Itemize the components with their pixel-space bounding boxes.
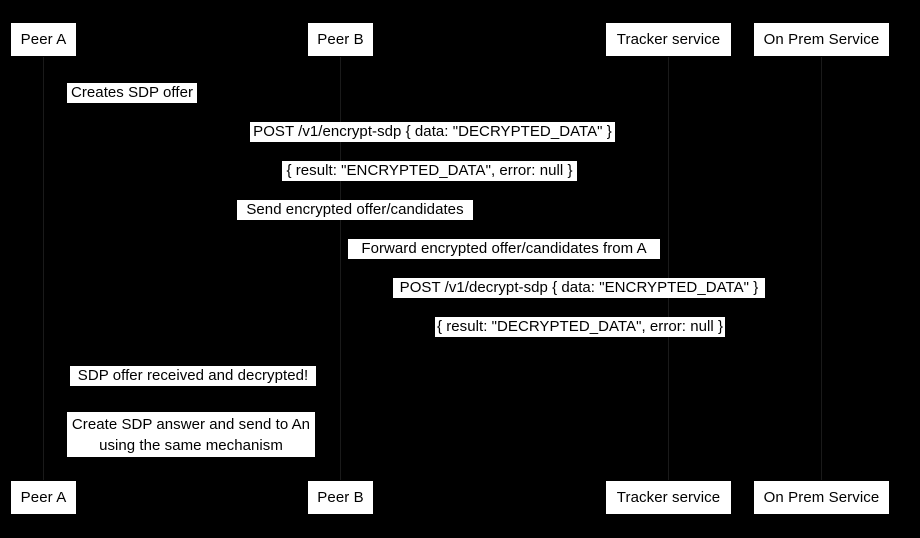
participant-header-tracker-service[interactable]: Tracker service xyxy=(605,22,732,57)
participant-header-on-prem-service[interactable]: On Prem Service xyxy=(753,22,890,57)
message-post-encrypt-sdp: POST /v1/encrypt-sdp { data: "DECRYPTED_… xyxy=(250,122,615,142)
message-sdp-offer-received: SDP offer received and decrypted! xyxy=(70,366,316,386)
message-decrypt-sdp-result: { result: "DECRYPTED_DATA", error: null … xyxy=(435,317,725,337)
lifeline-on-prem-service xyxy=(821,57,822,480)
lifeline-peer-a xyxy=(43,57,44,480)
note-create-sdp-answer-line-1: Create SDP answer and send to An xyxy=(71,416,311,433)
note-create-sdp-answer-line-2: using the same mechanism xyxy=(99,437,283,454)
message-encrypt-sdp-result: { result: "ENCRYPTED_DATA", error: null … xyxy=(282,161,577,181)
message-post-decrypt-sdp: POST /v1/decrypt-sdp { data: "ENCRYPTED_… xyxy=(393,278,765,298)
participant-footer-peer-b[interactable]: Peer B xyxy=(307,480,374,515)
participant-header-peer-b[interactable]: Peer B xyxy=(307,22,374,57)
lifeline-tracker-service xyxy=(668,57,669,480)
message-creates-sdp-offer: Creates SDP offer xyxy=(67,83,197,103)
note-create-sdp-answer: Create SDP answer and send to An using t… xyxy=(67,412,315,457)
participant-header-peer-a[interactable]: Peer A xyxy=(10,22,77,57)
lifeline-peer-b xyxy=(340,57,341,480)
participant-footer-on-prem-service[interactable]: On Prem Service xyxy=(753,480,890,515)
participant-footer-tracker-service[interactable]: Tracker service xyxy=(605,480,732,515)
participant-footer-peer-a[interactable]: Peer A xyxy=(10,480,77,515)
message-send-encrypted-offer: Send encrypted offer/candidates xyxy=(237,200,473,220)
message-forward-encrypted-offer: Forward encrypted offer/candidates from … xyxy=(348,239,660,259)
